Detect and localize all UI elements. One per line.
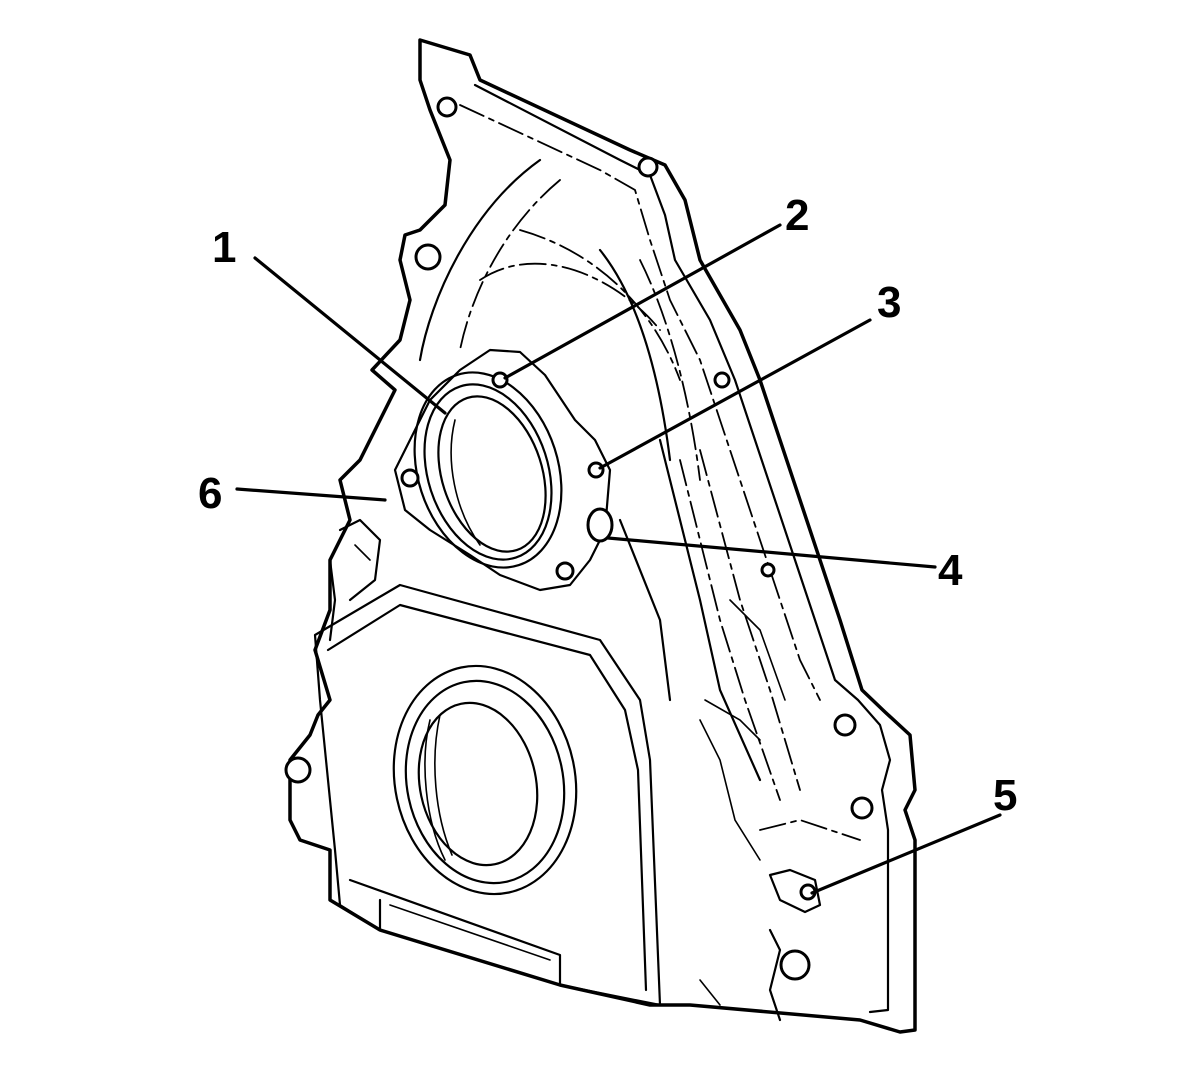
callout-4-leader — [606, 536, 937, 569]
callout-3-label: 3 — [877, 278, 901, 327]
front-cover-body — [284, 38, 917, 1034]
callout-6-leader — [235, 487, 387, 502]
callout-3-leader — [598, 318, 872, 470]
callout-1-label: 1 — [212, 223, 236, 272]
callout-5-label: 5 — [993, 771, 1017, 820]
callout-6-label: 6 — [198, 469, 222, 518]
callout-1-leader — [253, 256, 447, 415]
callout-2-label: 2 — [785, 191, 809, 240]
callout-5-leader — [810, 813, 1002, 895]
callout-2-leader — [503, 223, 782, 380]
callout-4-label: 4 — [938, 546, 963, 595]
